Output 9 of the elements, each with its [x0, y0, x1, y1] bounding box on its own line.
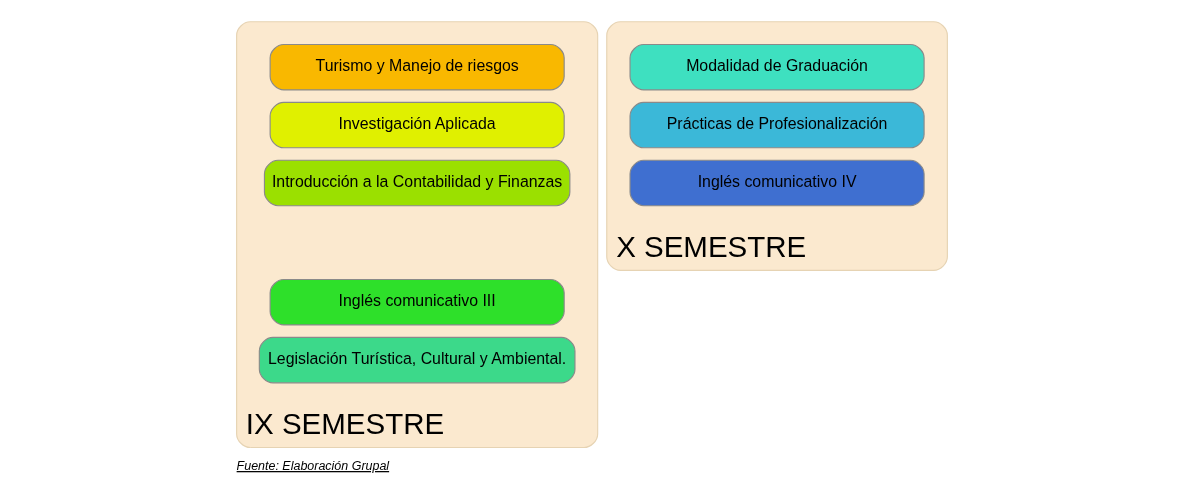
node-box: Inglés comunicativo IV	[629, 159, 925, 207]
node-box: Prácticas de Profesionalización	[629, 101, 925, 149]
node-box: Modalidad de Graduación	[629, 43, 925, 91]
node-box: Legislación Turística, Cultural y Ambiental.	[258, 336, 576, 384]
caption: Fuente: Elaboración Grupal	[236, 459, 390, 474]
node-box: Turismo y Manejo de riesgos	[269, 43, 565, 91]
node-box: Introducción a la Contabilidad y Finanzas	[263, 159, 571, 207]
node-box: Inglés comunicativo III	[269, 278, 565, 326]
node-box: Investigación Aplicada	[269, 101, 565, 149]
